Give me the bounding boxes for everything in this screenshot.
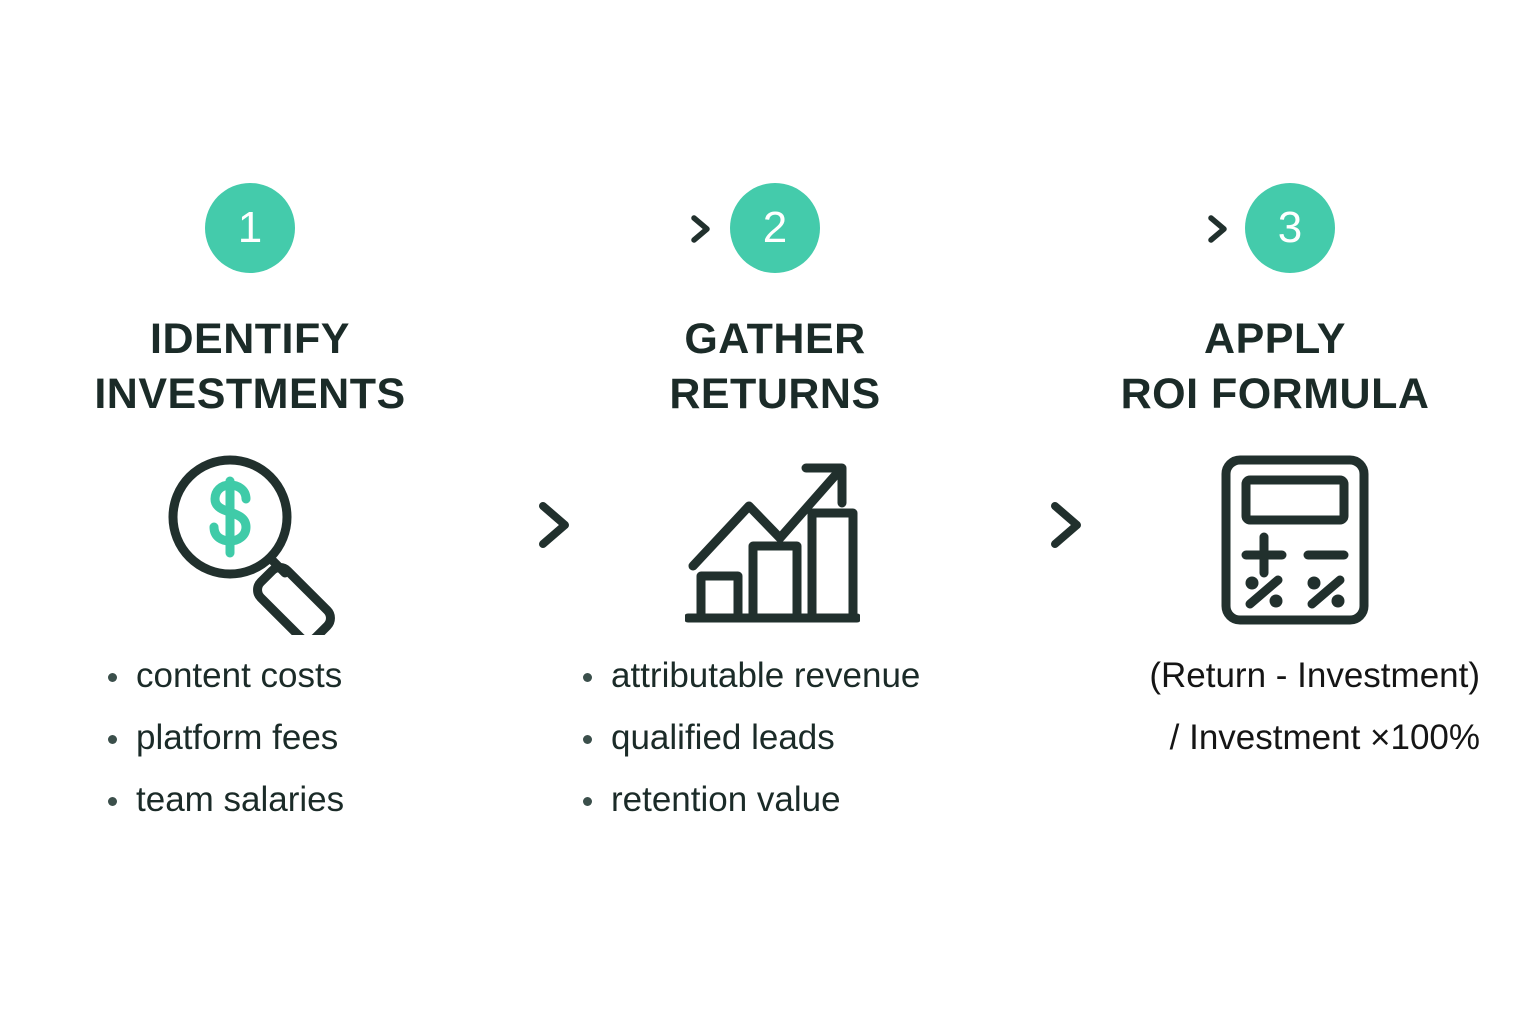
list-item: platform fees bbox=[100, 707, 560, 769]
arrow-right-icon bbox=[924, 502, 1081, 548]
bullet-text: team salaries bbox=[136, 780, 345, 819]
step-column-1: 1 IDENTIFY INVESTMENTS content costs bbox=[15, 0, 485, 1024]
step-heading-1-line1: IDENTIFY bbox=[150, 315, 350, 363]
list-item: team salaries bbox=[100, 769, 560, 831]
flow-arrow-step2-to-step3 bbox=[924, 495, 1125, 555]
growth-bar-chart-icon bbox=[685, 463, 860, 622]
step-heading-2-line1: GATHER bbox=[684, 315, 866, 363]
bullet-dot-icon bbox=[108, 797, 117, 806]
step-heading-2-line2: RETURNS bbox=[669, 370, 881, 419]
step-column-3: 3 APPLY ROI FORMULA bbox=[1040, 0, 1510, 1024]
roi-formula-line2: / Investment ×100% bbox=[1169, 718, 1480, 757]
bullet-dot-icon bbox=[108, 735, 117, 744]
step-badge-2: 2 bbox=[730, 183, 820, 273]
step-heading-3-line2: ROI FORMULA bbox=[1120, 370, 1430, 419]
bullet-text: qualified leads bbox=[611, 718, 835, 757]
calculator-icon bbox=[1221, 455, 1369, 625]
step-number-1: 1 bbox=[237, 203, 263, 252]
roi-formula: (Return - Investment) / Investment ×100% bbox=[1040, 645, 1510, 769]
arrow-right-icon bbox=[394, 502, 569, 548]
step-heading-2: GATHER RETURNS bbox=[540, 312, 1010, 422]
chevron-right-icon bbox=[1135, 215, 1227, 243]
step-column-2: 2 GATHER RETURNS bbox=[540, 0, 1010, 1024]
list-item: content costs bbox=[100, 645, 560, 707]
step-badge-1: 1 bbox=[205, 183, 295, 273]
list-item: attributable revenue bbox=[575, 645, 1075, 707]
chevron-right-icon bbox=[618, 215, 710, 243]
step-number-2: 2 bbox=[762, 203, 788, 252]
bullet-dot-icon bbox=[583, 673, 592, 682]
step-heading-3-line1: APPLY bbox=[1204, 315, 1346, 363]
step-icon-slot-1 bbox=[15, 440, 485, 640]
list-item: qualified leads bbox=[575, 707, 1075, 769]
bullet-text: retention value bbox=[611, 780, 841, 819]
bullet-text: platform fees bbox=[136, 718, 339, 757]
step-connector-chevron-3 bbox=[1135, 214, 1245, 244]
bullet-dot-icon bbox=[108, 673, 117, 682]
step-heading-3: APPLY ROI FORMULA bbox=[1040, 312, 1510, 422]
step-connector-chevron-2 bbox=[618, 214, 728, 244]
step-icon-slot-2 bbox=[540, 440, 1010, 640]
bullet-dot-icon bbox=[583, 797, 592, 806]
step-number-3: 3 bbox=[1277, 203, 1303, 252]
step-bullets-2: attributable revenue qualified leads ret… bbox=[575, 645, 1075, 831]
step-icon-slot-3 bbox=[1040, 440, 1510, 640]
step-heading-1: IDENTIFY INVESTMENTS bbox=[15, 312, 485, 422]
bullet-dot-icon bbox=[583, 735, 592, 744]
roi-formula-line1: (Return - Investment) bbox=[1149, 656, 1480, 695]
step-heading-1-line2: INVESTMENTS bbox=[94, 370, 406, 419]
list-item: retention value bbox=[575, 769, 1075, 831]
flow-arrow-step1-to-step2 bbox=[394, 495, 595, 555]
step-badge-3: 3 bbox=[1245, 183, 1335, 273]
magnifier-dollar-icon bbox=[168, 455, 335, 635]
bullet-text: attributable revenue bbox=[611, 656, 921, 695]
bullet-text: content costs bbox=[136, 656, 343, 695]
step-bullets-1: content costs platform fees team salarie… bbox=[100, 645, 560, 831]
